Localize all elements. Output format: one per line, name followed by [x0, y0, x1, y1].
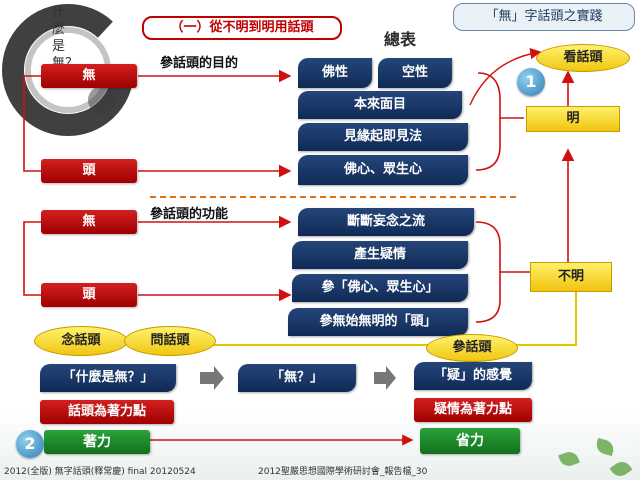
- footer-right: 2012聖嚴思想國際學術研討會_報告檔_30: [258, 467, 428, 477]
- focus-doubt: 疑情為著力點: [414, 398, 532, 422]
- question-doubt-feeling: 「疑」的感覺: [414, 362, 532, 390]
- purpose-item-original-face: 本來面目: [298, 91, 462, 119]
- shengli-box: 省力: [420, 428, 520, 454]
- tou-box-bottom: 頭: [41, 283, 137, 307]
- purpose-item-dependent-origination: 見緣起即見法: [298, 123, 468, 151]
- can-huatou-oval: 參話頭: [426, 334, 518, 362]
- function-label: 參話頭的功能: [150, 207, 229, 222]
- footer-left: 2012(全版) 無字話頭(釋常慶) final 20120524: [4, 467, 196, 477]
- step-number-1: 1: [517, 68, 545, 96]
- slide-topic-label: 「無」字話頭之實踐: [453, 3, 635, 31]
- function-item-cut-thoughts: 斷斷妄念之流: [298, 208, 474, 236]
- focus-huatou: 話頭為著力點: [40, 400, 174, 424]
- section-title: （一）從不明到明用話頭: [142, 16, 342, 40]
- function-item-investigate-mind: 參「佛心、眾生心」: [292, 274, 468, 302]
- question-what-is-wu: 「什麼是無？」: [40, 364, 176, 392]
- wu-box-top: 無: [41, 64, 137, 88]
- function-item-doubt: 產生疑情: [292, 241, 468, 269]
- wen-huatou-oval: 問話頭: [124, 326, 216, 356]
- function-item-beginningless-ignorance: 參無始無明的「頭」: [288, 308, 468, 336]
- kan-huatou-oval: 看話頭: [536, 44, 630, 72]
- tou-box-top: 頭: [41, 159, 137, 183]
- question-wu: 「無？」: [238, 364, 356, 392]
- zhuoli-box: 著力: [44, 430, 150, 454]
- step-number-2: 2: [16, 430, 44, 458]
- wu-box-bottom: 無: [41, 210, 137, 234]
- buming-box: 不明: [530, 262, 612, 292]
- nian-huatou-oval: 念話頭: [34, 326, 128, 356]
- purpose-label: 參話頭的目的: [160, 56, 239, 71]
- main-title: 總表: [384, 30, 417, 49]
- purpose-item-emptiness: 空性: [378, 58, 452, 88]
- purpose-item-buddha-mind: 佛心、眾生心: [298, 155, 468, 185]
- ming-box: 明: [526, 106, 620, 132]
- purpose-item-buddha-nature: 佛性: [298, 58, 372, 88]
